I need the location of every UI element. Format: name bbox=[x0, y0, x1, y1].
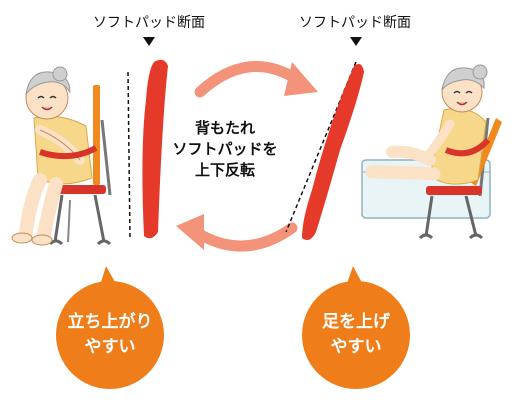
rotate-arrows-icon bbox=[176, 61, 318, 252]
center-label-line2: ソフトパッドを bbox=[172, 140, 278, 158]
left-bubble-text: 立ち上がり やすい bbox=[50, 310, 170, 360]
down-triangle-marker-icon bbox=[350, 37, 362, 46]
left-benefit-bubble bbox=[56, 266, 164, 389]
right-bubble-text: 足を上げ やすい bbox=[296, 310, 416, 360]
left-bubble-line1: 立ち上がり bbox=[67, 312, 153, 332]
down-triangle-marker-icon bbox=[143, 37, 155, 46]
right-benefit-bubble bbox=[302, 266, 410, 389]
center-label-line1: 背もたれ bbox=[194, 119, 255, 137]
center-label-line3: 上下反転 bbox=[194, 161, 255, 179]
elderly-woman-sitting-icon bbox=[11, 66, 112, 246]
right-caption: ソフトパッド断面 bbox=[299, 15, 411, 31]
right-bubble-line1: 足を上げ bbox=[322, 312, 390, 332]
elderly-woman-bathing-icon bbox=[361, 64, 502, 240]
right-soft-pad bbox=[302, 64, 364, 240]
left-bubble-line2: やすい bbox=[84, 337, 136, 357]
left-caption: ソフトパッド断面 bbox=[93, 15, 205, 31]
left-soft-pad bbox=[142, 59, 168, 239]
center-label: 背もたれ ソフトパッドを 上下反転 bbox=[160, 118, 290, 181]
left-section-dashed-line bbox=[127, 71, 131, 241]
right-bubble-line2: やすい bbox=[330, 337, 382, 357]
